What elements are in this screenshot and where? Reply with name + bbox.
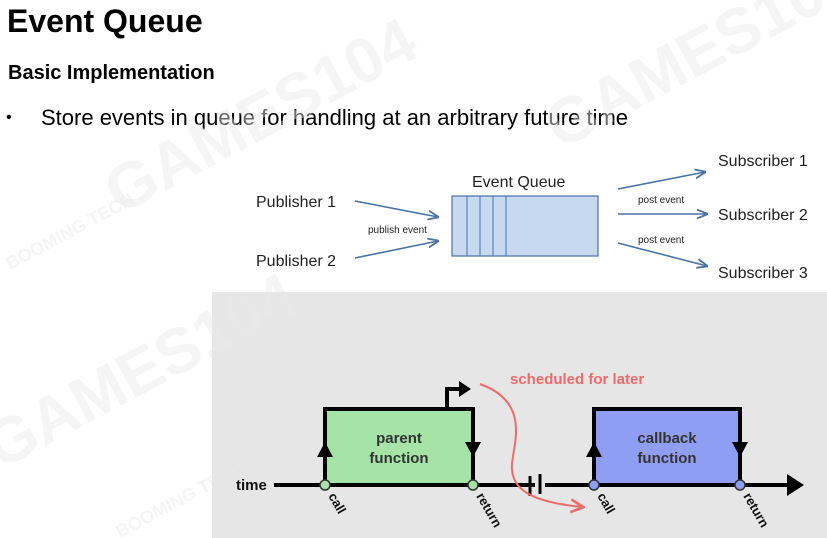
event-queue-label: Event Queue: [472, 174, 566, 191]
scheduled-for-later-label: scheduled for later: [510, 371, 644, 388]
publish-arrow-1: [354, 200, 438, 217]
parent-function-label-1: parent: [376, 430, 422, 447]
parent-call-up-arrow: [317, 442, 333, 457]
parent-function-label-2: function: [369, 450, 428, 467]
subscriber-2-label: Subscriber 2: [718, 207, 808, 224]
scheduled-for-later-arrow: [479, 383, 582, 507]
publisher-2-label: Publisher 2: [256, 253, 336, 270]
time-axis-arrowhead: [787, 474, 804, 496]
time-label: time: [236, 477, 267, 494]
post-event-label-2: post event: [638, 235, 684, 246]
callback-return-down-arrow: [732, 442, 748, 457]
subscriber-1-label: Subscriber 1: [718, 153, 808, 170]
bullet-dot: •: [6, 109, 12, 126]
post-event-label-1: post event: [638, 195, 684, 206]
subscriber-3-label: Subscriber 3: [718, 265, 808, 282]
callback-call-up-arrow: [586, 442, 602, 457]
call-marker: [588, 479, 600, 491]
event-queue-diagram: Publisher 1 Publisher 2 publish event Ev…: [256, 153, 808, 282]
slide-subtitle: Basic Implementation: [8, 62, 215, 84]
return-marker: [734, 479, 746, 491]
callback-timeline-diagram: time parent function scheduled for later…: [212, 292, 827, 538]
publish-arrow-2: [354, 241, 438, 259]
post-arrow-3: [617, 242, 707, 266]
post-arrow-1: [617, 172, 705, 190]
call-marker: [319, 479, 331, 491]
slide-title: Event Queue: [7, 3, 203, 39]
schedule-branch-arrowhead: [459, 381, 471, 397]
event-queue-box: [451, 195, 599, 257]
parent-return-down-arrow: [465, 442, 481, 457]
callback-function-box: [592, 407, 742, 487]
callback-function-label-2: function: [637, 450, 696, 467]
callback-function-label-1: callback: [637, 430, 697, 447]
schedule-branch-line: [445, 387, 460, 409]
publisher-1-label: Publisher 1: [256, 194, 336, 211]
bullet-text: Store events in queue for handling at an…: [41, 105, 629, 130]
parent-function-box: [323, 407, 475, 487]
return-marker: [467, 479, 479, 491]
publish-event-label: publish event: [368, 225, 427, 236]
